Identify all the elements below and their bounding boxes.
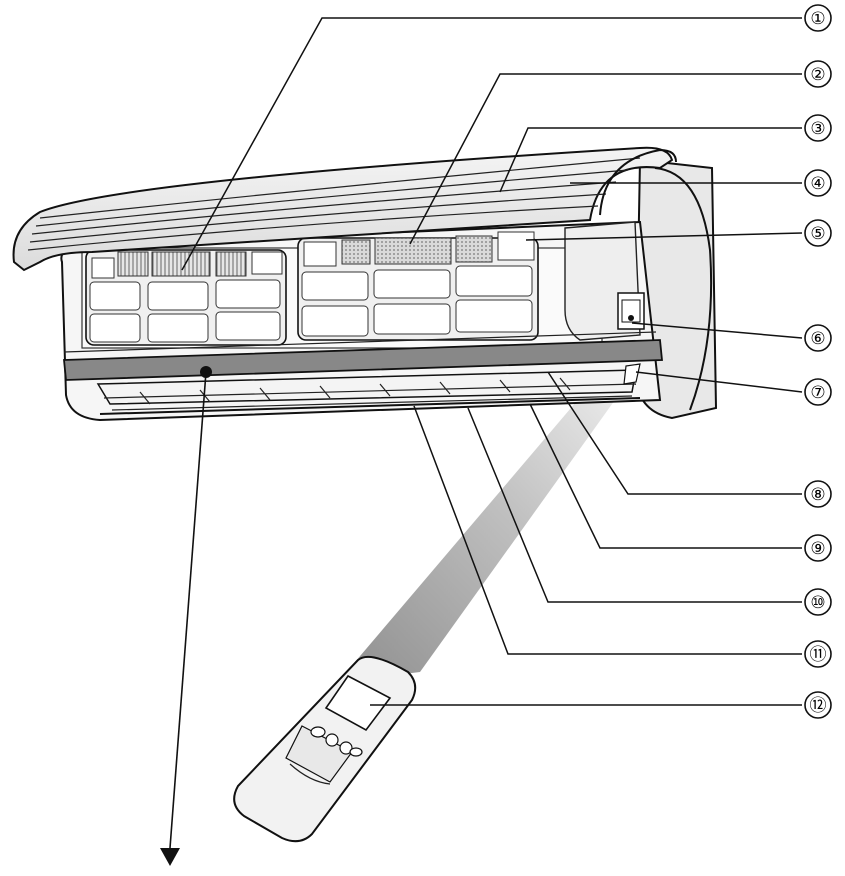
callout-4: ④ bbox=[804, 169, 832, 197]
svg-text:⑩: ⑩ bbox=[810, 593, 825, 613]
callout-12: ⑫ bbox=[804, 691, 832, 719]
svg-text:⑨: ⑨ bbox=[810, 539, 825, 559]
callout-10: ⑩ bbox=[804, 588, 832, 616]
callout-6: ⑥ bbox=[804, 324, 832, 352]
callout-3: ③ bbox=[804, 114, 832, 142]
filter-mesh-right bbox=[374, 237, 452, 265]
svg-text:⑧: ⑧ bbox=[810, 485, 825, 505]
svg-text:⑥: ⑥ bbox=[810, 329, 825, 349]
air-filters bbox=[85, 231, 539, 346]
leader-lines bbox=[181, 17, 803, 706]
front-panel bbox=[12, 146, 677, 272]
callout-2: ② bbox=[804, 60, 832, 88]
signal-receiver bbox=[623, 363, 641, 385]
front-strip bbox=[63, 331, 663, 381]
callout-11: ⑪ bbox=[804, 640, 832, 668]
callout-1: ① bbox=[804, 4, 832, 32]
remote-signal-beam bbox=[338, 362, 640, 682]
vertical-louver bbox=[139, 377, 571, 405]
air-outlet bbox=[99, 397, 641, 415]
airflow-arrow bbox=[160, 366, 212, 866]
callout-5: ⑤ bbox=[804, 219, 832, 247]
remote-control bbox=[233, 656, 417, 843]
horizontal-louver bbox=[96, 369, 637, 411]
svg-text:②: ② bbox=[810, 65, 825, 85]
air-intake-grille bbox=[497, 231, 535, 261]
callout-labels: ① ② ③ ④ ⑤ ⑥ ⑦ ⑧ bbox=[804, 4, 832, 719]
svg-text:③: ③ bbox=[810, 119, 825, 139]
svg-text:①: ① bbox=[810, 9, 825, 29]
svg-text:⑪: ⑪ bbox=[810, 645, 827, 665]
filter-mesh-left bbox=[117, 251, 149, 277]
svg-text:⑤: ⑤ bbox=[810, 224, 825, 244]
svg-text:④: ④ bbox=[810, 174, 825, 194]
svg-text:⑫: ⑫ bbox=[810, 696, 827, 716]
callout-7: ⑦ bbox=[804, 378, 832, 406]
callout-9: ⑨ bbox=[804, 534, 832, 562]
callout-8: ⑧ bbox=[804, 480, 832, 508]
svg-text:⑦: ⑦ bbox=[810, 383, 825, 403]
